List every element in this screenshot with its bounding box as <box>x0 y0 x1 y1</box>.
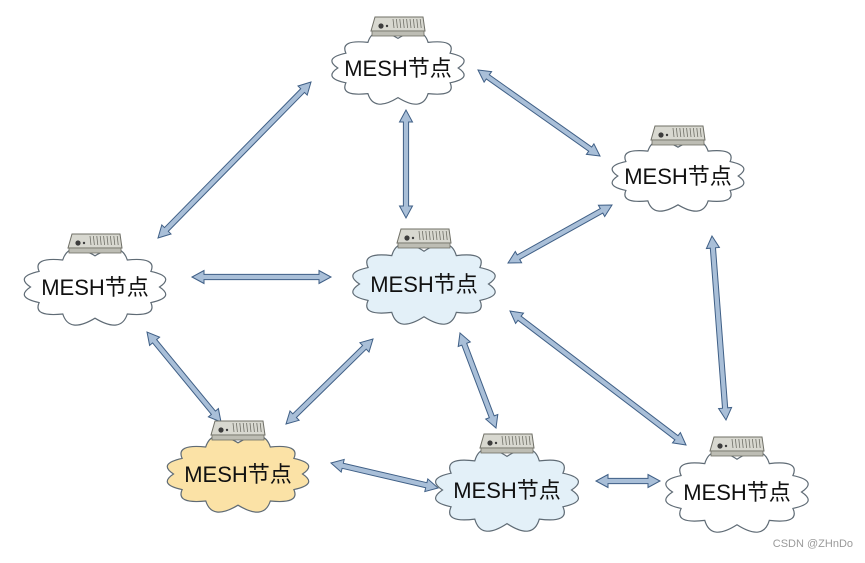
mesh-router-icon <box>479 433 535 454</box>
mesh-router-icon <box>709 436 765 457</box>
node-label-center: MESH节点 <box>370 272 478 297</box>
link-arrow-left-center <box>190 269 333 285</box>
link-arrow-center-bottom-middle <box>457 332 499 429</box>
link-arrow-bottom-left-bottom-middle <box>329 458 440 493</box>
link-arrow-top-center <box>398 108 414 220</box>
cloud-shape <box>166 435 310 513</box>
link-arrow-right-upper-center <box>507 204 613 264</box>
watermark: CSDN @ZHnDo <box>772 538 853 550</box>
node-label-bottom-middle: MESH节点 <box>453 478 561 503</box>
nodes-layer <box>23 16 809 533</box>
links-layer <box>146 69 733 493</box>
cloud-shape <box>331 31 465 105</box>
node-label-right-upper: MESH节点 <box>624 164 732 189</box>
link-arrow-top-left <box>157 81 312 239</box>
link-arrow-right-upper-bottom-right <box>705 234 733 422</box>
cloud-shape <box>352 243 496 325</box>
link-arrow-left-bottom-left <box>146 331 222 423</box>
mesh-node-left <box>23 233 167 326</box>
link-arrow-center-bottom-right <box>509 310 687 446</box>
node-label-left: MESH节点 <box>41 275 149 300</box>
cloud-shape <box>435 448 579 532</box>
mesh-node-bottom-left <box>166 420 310 513</box>
mesh-router-icon <box>396 228 452 249</box>
mesh-node-right-upper <box>611 125 745 212</box>
mesh-node-center <box>352 228 496 325</box>
mesh-router-icon <box>650 125 706 146</box>
cloud-shape <box>611 140 745 212</box>
mesh-node-top <box>331 16 465 105</box>
mesh-router-icon <box>210 420 266 441</box>
link-arrow-bottom-middle-bottom-right <box>594 473 662 489</box>
cloud-shape <box>665 451 809 533</box>
mesh-router-icon <box>370 16 426 37</box>
mesh-node-bottom-right <box>665 436 809 533</box>
node-label-bottom-right: MESH节点 <box>683 480 791 505</box>
mesh-router-icon <box>67 233 123 254</box>
node-label-bottom-left: MESH节点 <box>184 462 292 487</box>
link-arrow-center-bottom-left <box>285 338 374 425</box>
cloud-shape <box>23 248 167 326</box>
link-arrow-top-right-upper <box>477 69 601 157</box>
mesh-node-bottom-middle <box>435 433 579 532</box>
node-label-top: MESH节点 <box>344 56 452 81</box>
